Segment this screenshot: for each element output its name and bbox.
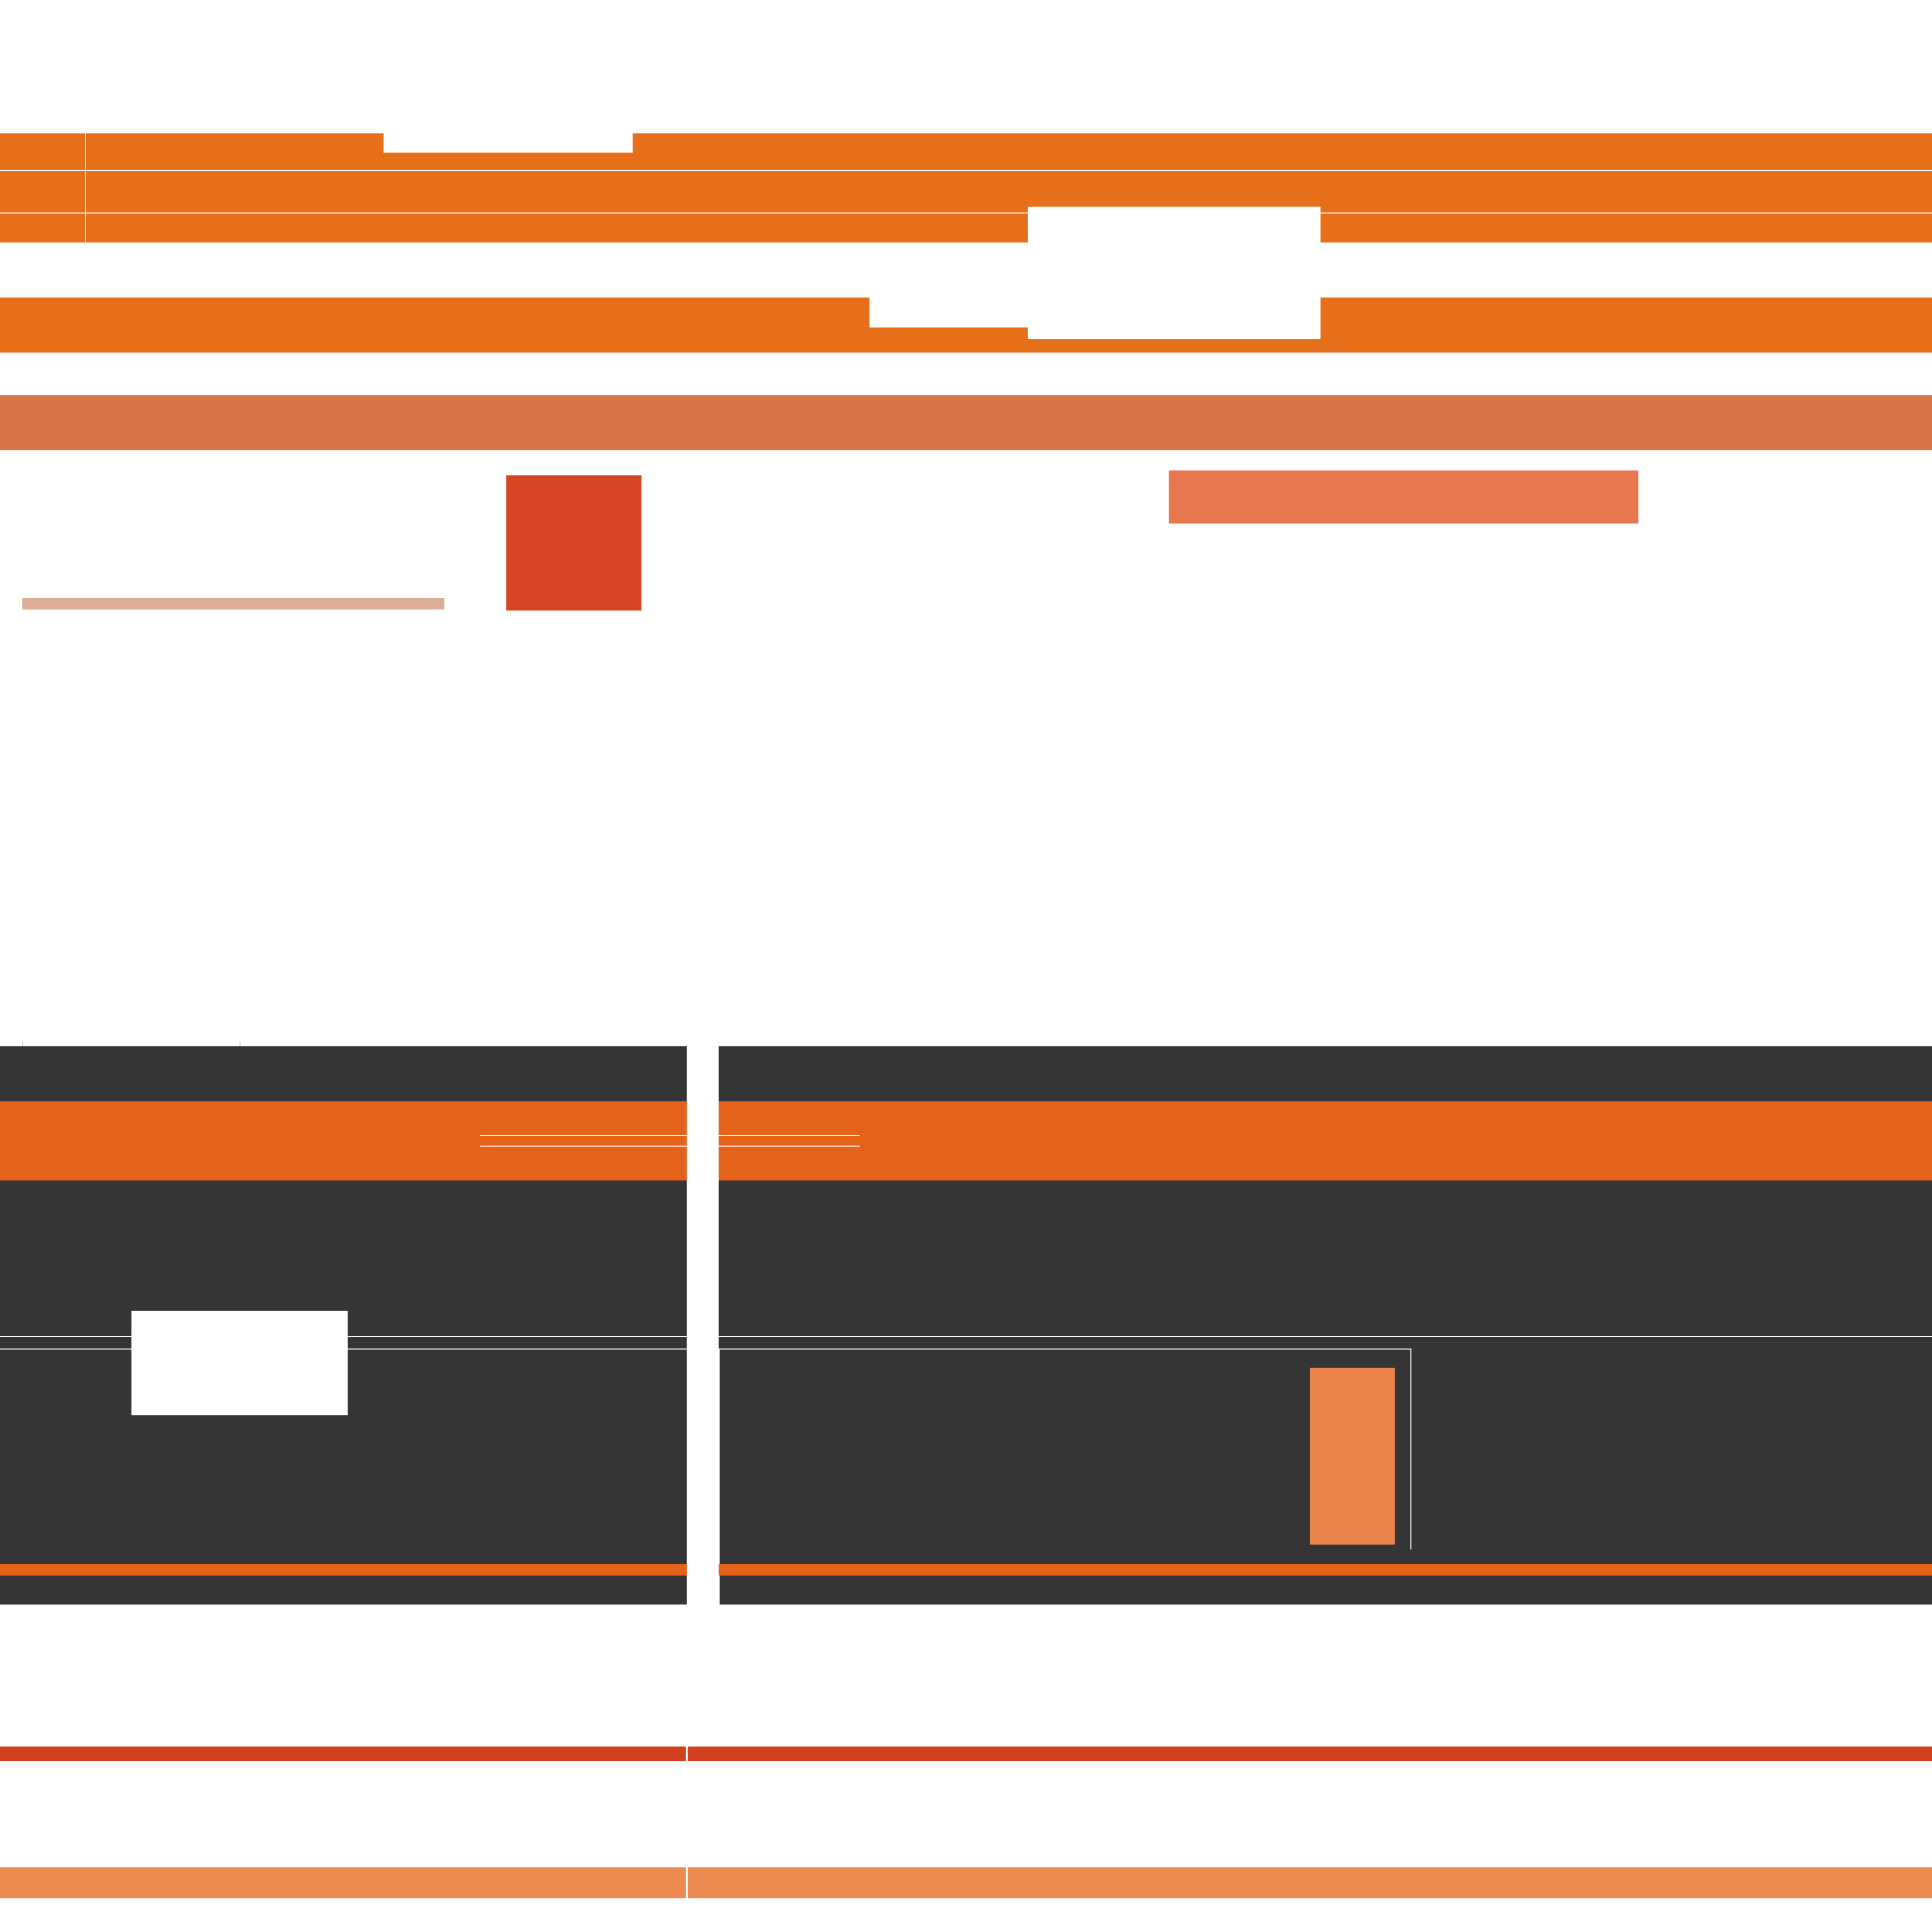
footer-bar-left [0, 1867, 686, 1898]
left-panel-input-field[interactable] [131, 1311, 348, 1415]
left-panel-rule-2 [480, 1146, 687, 1147]
right-panel-divider-2 [719, 1349, 1410, 1350]
footer-red-line-right [688, 1747, 1932, 1761]
right-panel-header [719, 1101, 1932, 1180]
section-banner [0, 395, 1932, 450]
left-panel-header [0, 1101, 687, 1180]
footer-bar-right [688, 1867, 1932, 1898]
header-column-divider [85, 133, 86, 242]
header-row-1 [0, 133, 1932, 170]
action-button[interactable] [1169, 470, 1638, 524]
left-panel-rule-1 [480, 1135, 687, 1136]
header-row-2 [0, 171, 1932, 213]
selected-tile[interactable] [506, 475, 641, 611]
dropdown-popup[interactable] [1028, 207, 1321, 339]
left-panel [0, 1046, 687, 1605]
right-panel-accent-line [719, 1564, 1932, 1576]
right-panel-divider-left [719, 1349, 720, 1621]
right-panel-divider-1 [719, 1336, 1932, 1337]
left-panel-accent-line [0, 1564, 687, 1576]
right-panel-slider-handle[interactable] [1310, 1368, 1395, 1545]
right-panel-divider-right [1410, 1349, 1411, 1549]
right-panel-rule-2 [719, 1146, 860, 1147]
progress-track [22, 598, 444, 610]
active-tab[interactable] [384, 133, 633, 153]
right-panel-rule-1 [719, 1135, 860, 1136]
footer-red-line-left [0, 1747, 686, 1761]
toolbar-notch [869, 298, 1029, 327]
right-panel [719, 1046, 1932, 1621]
header-row-3 [0, 213, 1932, 242]
